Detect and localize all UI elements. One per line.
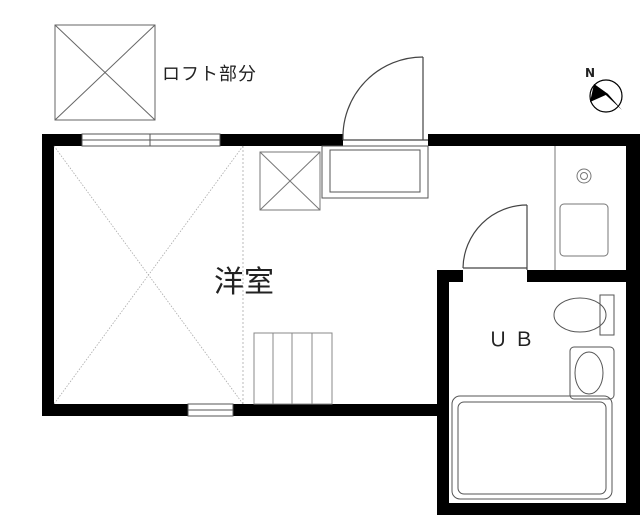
walls [42, 134, 640, 515]
loft-label: ロフト部分 [162, 64, 257, 85]
bath-label: ＵＢ [488, 327, 540, 351]
entry-box [321, 145, 429, 199]
toilet-icon [553, 294, 615, 336]
entrance-door [342, 56, 428, 141]
kitchen [554, 146, 609, 270]
small-cross-box [259, 151, 321, 211]
window-bottom [187, 403, 234, 417]
loft-ladder [253, 332, 333, 405]
loft-box [54, 24, 156, 121]
compass-icon [589, 79, 623, 113]
stove-icon [576, 168, 592, 184]
sink-icon [569, 346, 615, 400]
bathroom-door [462, 204, 528, 270]
bathtub-icon [451, 395, 613, 500]
room-loft-cross [53, 145, 244, 405]
room-label: 洋室 [214, 265, 274, 300]
window-top [81, 133, 221, 147]
north-label: N [585, 66, 596, 80]
